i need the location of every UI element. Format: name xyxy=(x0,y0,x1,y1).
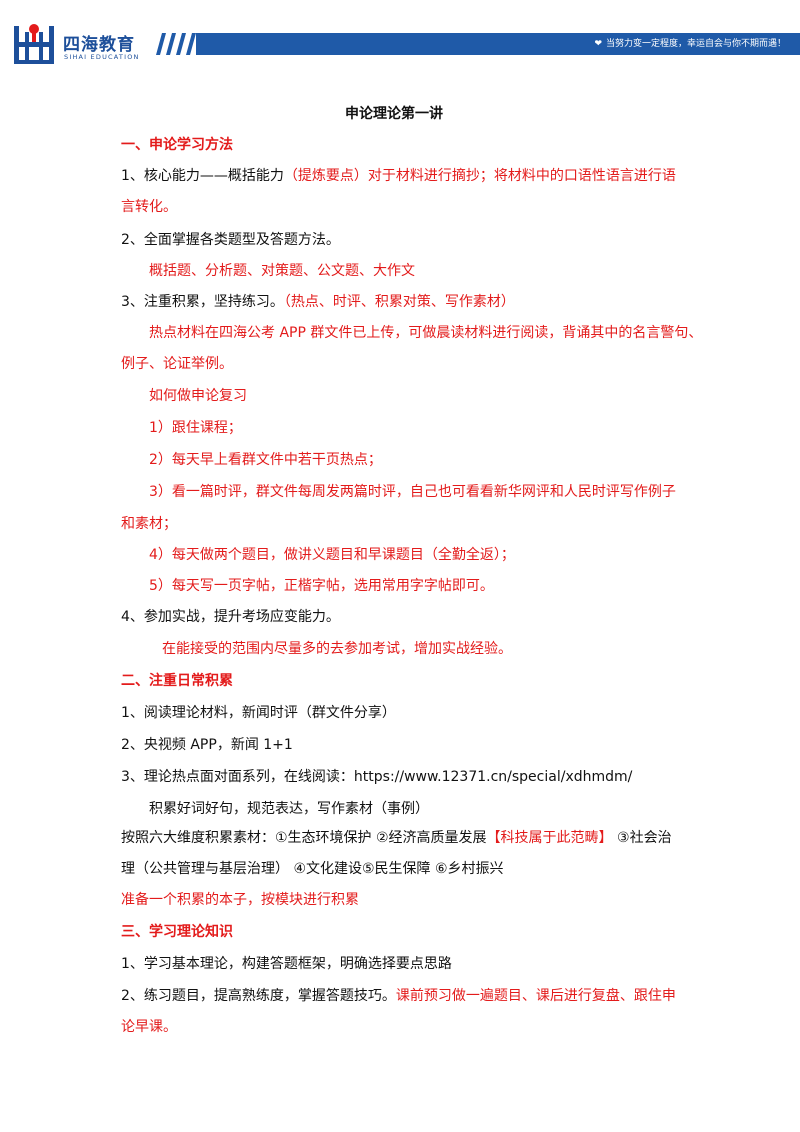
s1-how-step-2: 2）每天早上看群文件中若干页热点； xyxy=(149,452,382,468)
s1-item-2: 2、全面掌握各类题型及答题方法。 xyxy=(121,232,340,248)
brand-name-en: SIHAI EDUCATION xyxy=(64,53,140,61)
s2-note: 准备一个积累的本子，按模块进行积累 xyxy=(121,892,359,908)
s2-dimensions: 按照六大维度积累素材：①生态环境保护 ②经济高质量发展【科技属于此范畴】 ③社会… xyxy=(121,830,672,846)
heart-icon: ❤ xyxy=(594,39,602,49)
s2-dimensions-cont: 理（公共管理与基层治理） ④文化建设⑤民生保障 ⑥乡村振兴 xyxy=(121,861,504,877)
s3-item-1: 1、学习基本理论，构建答题框架，明确选择要点思路 xyxy=(121,956,452,972)
s2-item-3: 3、理论热点面对面系列，在线阅读：https://www.12371.cn/sp… xyxy=(121,769,633,785)
header-bar xyxy=(196,33,800,55)
s1-item-3-para-cont: 例子、论证举例。 xyxy=(121,356,233,372)
s2-item-1: 1、阅读理论材料，新闻时评（群文件分享） xyxy=(121,705,396,721)
s1-how-step-3: 3）看一篇时评，群文件每周发两篇时评，自己也可看看新华网评和人民时评写作例子 xyxy=(149,484,676,500)
s1-how-step-5: 5）每天写一页字帖，正楷字帖，选用常用字字帖即可。 xyxy=(149,578,494,594)
s2-item-2: 2、央视频 APP，新闻 1+1 xyxy=(121,737,293,753)
s1-how-step-1: 1）跟住课程； xyxy=(149,420,242,436)
section-3-heading: 三、学习理论知识 xyxy=(121,924,233,940)
s1-item-3: 3、注重积累，坚持练习。（热点、时评、积累对策、写作素材） xyxy=(121,294,515,310)
header-slogan: ❤当努力变一定程度，幸运自会与你不期而遇！ xyxy=(594,39,786,49)
logo-icon xyxy=(14,24,54,64)
s1-item-1: 1、核心能力——概括能力（提炼要点）对于材料进行摘抄；将材料中的口语性语言进行语 xyxy=(121,168,676,184)
header-stripes xyxy=(156,33,196,55)
s1-how-step-3-cont: 和素材； xyxy=(121,516,177,532)
s1-item-4: 4、参加实战，提升考场应变能力。 xyxy=(121,609,340,625)
section-1-heading: 一、申论学习方法 xyxy=(121,137,233,153)
s3-item-2: 2、练习题目，提高熟练度，掌握答题技巧。课前预习做一遍题目、课后进行复盘、跟住申 xyxy=(121,988,676,1004)
section-2-heading: 二、注重日常积累 xyxy=(121,673,233,689)
s1-how-step-4: 4）每天做两个题目，做讲义题目和早课题目（全勤全返）； xyxy=(149,547,515,563)
page-title: 申论理论第一讲 xyxy=(345,106,443,122)
s1-how-heading: 如何做申论复习 xyxy=(149,388,247,404)
brand-name-cn: 四海教育 xyxy=(63,35,135,55)
s1-item-4-sub: 在能接受的范围内尽量多的去参加考试，增加实战经验。 xyxy=(162,641,512,657)
s1-item-3-para: 热点材料在四海公考 APP 群文件已上传，可做晨读材料进行阅读，背诵其中的名言警… xyxy=(149,325,703,341)
s1-item-1-cont: 言转化。 xyxy=(121,199,177,215)
page-header: 四海教育 SIHAI EDUCATION ❤当努力变一定程度，幸运自会与你不期而… xyxy=(0,0,800,75)
s3-item-2-cont: 论早课。 xyxy=(121,1019,177,1035)
s2-item-3-sub: 积累好词好句，规范表达，写作素材（事例） xyxy=(149,801,429,817)
s1-item-2-sub: 概括题、分析题、对策题、公文题、大作文 xyxy=(149,263,415,279)
